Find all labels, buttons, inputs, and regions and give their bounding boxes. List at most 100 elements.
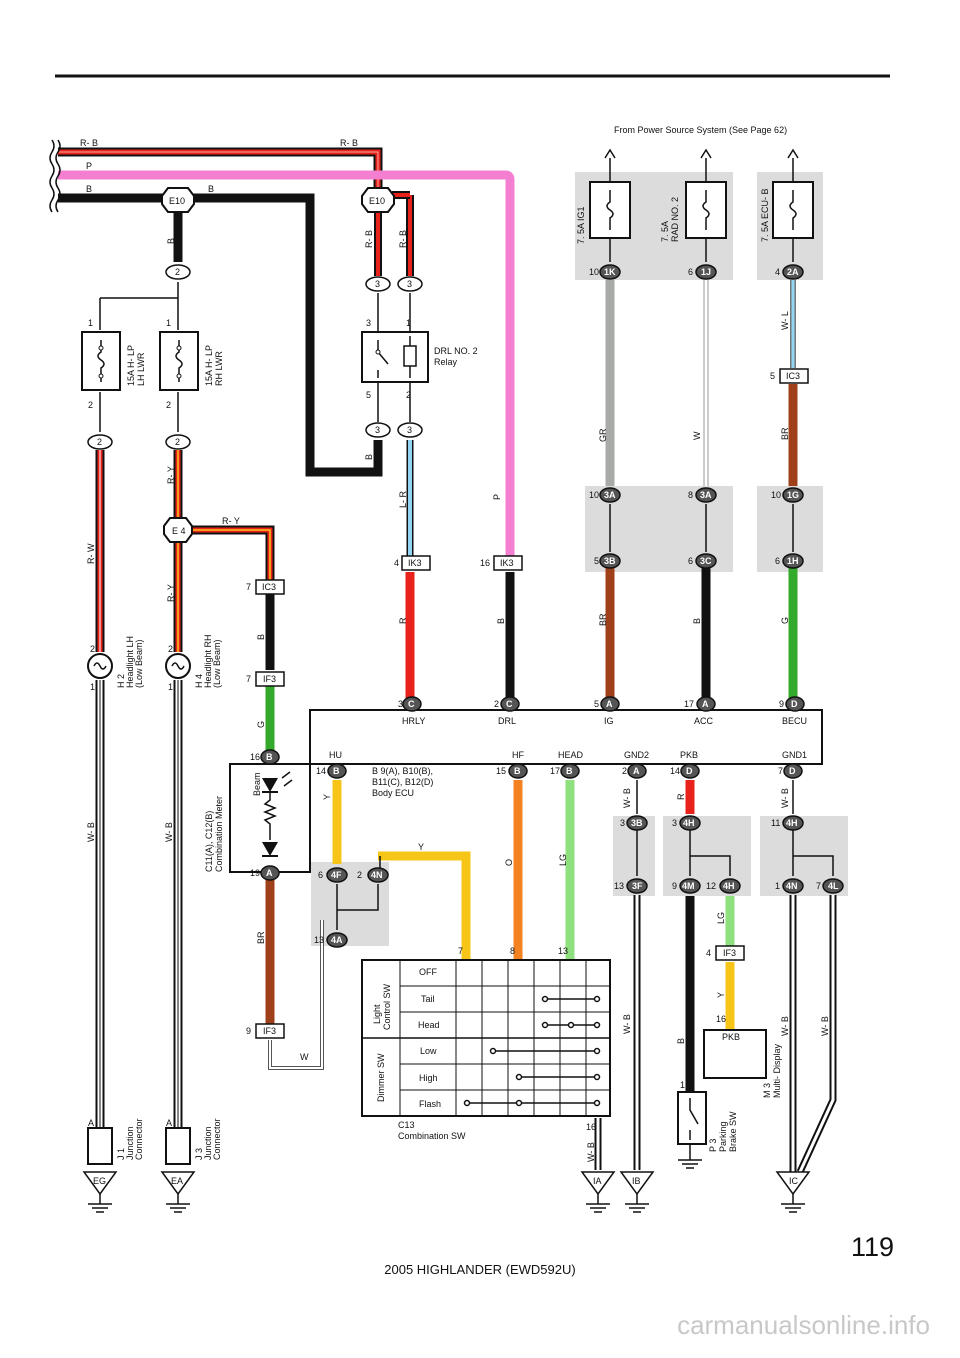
power-source-note: From Power Source System (See Page 62) <box>614 125 787 135</box>
svg-text:2: 2 <box>166 400 171 410</box>
svg-text:5: 5 <box>594 699 599 709</box>
wire-pkb-splice <box>689 830 731 876</box>
combination-switch <box>361 959 611 1117</box>
svg-text:1H: 1H <box>787 556 799 566</box>
svg-text:Y: Y <box>716 992 726 998</box>
svg-text:3A: 3A <box>700 490 712 500</box>
svg-text:1: 1 <box>775 881 780 891</box>
svg-text:1: 1 <box>88 318 93 328</box>
svg-text:HEAD: HEAD <box>558 750 584 760</box>
svg-text:13: 13 <box>558 946 568 956</box>
svg-text:Connector: Connector <box>134 1118 144 1160</box>
wire-w-b-ic <box>789 895 837 1174</box>
junction-j1 <box>87 1127 113 1165</box>
svg-text:IC3: IC3 <box>786 371 800 381</box>
svg-text:R- Y: R- Y <box>222 516 240 526</box>
svg-text:3: 3 <box>366 318 371 328</box>
svg-text:4: 4 <box>706 948 711 958</box>
svg-text:IA: IA <box>593 1176 602 1186</box>
svg-text:15: 15 <box>496 766 506 776</box>
svg-text:IK3: IK3 <box>500 558 514 568</box>
svg-text:9: 9 <box>246 1026 251 1036</box>
svg-text:R- W: R- W <box>86 543 96 564</box>
svg-text:17: 17 <box>550 766 560 776</box>
svg-text:R: R <box>398 617 408 624</box>
svg-text:1: 1 <box>166 318 171 328</box>
svg-text:2: 2 <box>175 267 180 277</box>
svg-text:R- B: R- B <box>398 230 408 248</box>
headlight-rh <box>165 653 191 679</box>
svg-text:B: B <box>86 184 92 194</box>
svg-text:4N: 4N <box>371 870 383 880</box>
svg-text:PKB: PKB <box>722 1032 740 1042</box>
svg-text:Headlight RH: Headlight RH <box>203 634 213 688</box>
svg-text:17: 17 <box>684 699 694 709</box>
svg-text:10: 10 <box>589 490 599 500</box>
wire-fuse-split <box>99 282 179 432</box>
svg-text:4H: 4H <box>683 818 695 828</box>
svg-text:DRL NO. 2: DRL NO. 2 <box>434 346 478 356</box>
wire-p-bus <box>58 170 515 560</box>
svg-text:J 1: J 1 <box>116 1148 126 1160</box>
svg-text:12: 12 <box>706 881 716 891</box>
svg-text:B: B <box>364 454 374 460</box>
svg-text:1J: 1J <box>701 267 711 277</box>
svg-text:3: 3 <box>375 279 380 289</box>
svg-text:HU: HU <box>329 750 342 760</box>
svg-text:10: 10 <box>771 490 781 500</box>
svg-text:W- B: W- B <box>622 788 632 808</box>
svg-text:14: 14 <box>316 766 326 776</box>
svg-text:R: R <box>676 793 686 800</box>
wire-splice-4 <box>336 884 379 930</box>
svg-text:6: 6 <box>318 870 323 880</box>
svg-text:B: B <box>333 766 340 776</box>
connector-badges <box>87 264 844 1039</box>
svg-text:Multi- Display: Multi- Display <box>772 1043 782 1098</box>
svg-text:M 3: M 3 <box>762 1083 772 1098</box>
svg-text:4: 4 <box>394 558 399 568</box>
svg-text:7: 7 <box>458 946 463 956</box>
parking-brake-switch <box>677 1091 707 1169</box>
svg-text:PKB: PKB <box>680 750 698 760</box>
svg-text:W: W <box>300 1052 309 1062</box>
svg-text:LG: LG <box>716 912 726 924</box>
svg-text:B11(C), B12(D): B11(C), B12(D) <box>372 777 433 787</box>
svg-text:4N: 4N <box>786 881 798 891</box>
svg-text:B: B <box>208 184 214 194</box>
svg-text:IK3: IK3 <box>408 558 422 568</box>
wire-r-y <box>173 450 275 652</box>
svg-text:H 2: H 2 <box>116 674 126 688</box>
junction-j3 <box>165 1127 191 1165</box>
svg-text:B: B <box>692 618 702 624</box>
svg-text:6: 6 <box>688 267 693 277</box>
svg-text:2: 2 <box>97 437 102 447</box>
svg-text:B: B <box>166 238 176 244</box>
svg-text:1: 1 <box>168 682 173 692</box>
svg-text:W: W <box>692 431 702 440</box>
svg-text:HF: HF <box>512 750 524 760</box>
svg-text:B: B <box>256 634 266 640</box>
svg-text:3: 3 <box>407 279 412 289</box>
svg-text:O: O <box>504 859 514 866</box>
svg-text:7: 7 <box>778 766 783 776</box>
svg-text:EG: EG <box>93 1176 106 1186</box>
svg-text:R- B: R- B <box>80 138 98 148</box>
svg-text:4: 4 <box>775 267 780 277</box>
svg-text:W- B: W- B <box>86 822 96 842</box>
svg-text:W- B: W- B <box>820 1016 830 1036</box>
svg-text:R- B: R- B <box>340 138 358 148</box>
svg-text:3B: 3B <box>631 818 643 828</box>
svg-text:2: 2 <box>357 870 362 880</box>
svg-text:W- B: W- B <box>780 1016 790 1036</box>
svg-text:16: 16 <box>250 752 260 762</box>
svg-text:Y: Y <box>418 842 424 852</box>
svg-text:IF3: IF3 <box>263 1026 276 1036</box>
shaded-areas <box>311 172 848 946</box>
svg-text:Combination SW: Combination SW <box>398 1131 466 1141</box>
svg-text:B: B <box>496 618 506 624</box>
svg-text:3F: 3F <box>632 881 643 891</box>
svg-text:2A: 2A <box>787 267 799 277</box>
svg-text:LG: LG <box>558 854 568 866</box>
svg-text:16: 16 <box>480 558 490 568</box>
